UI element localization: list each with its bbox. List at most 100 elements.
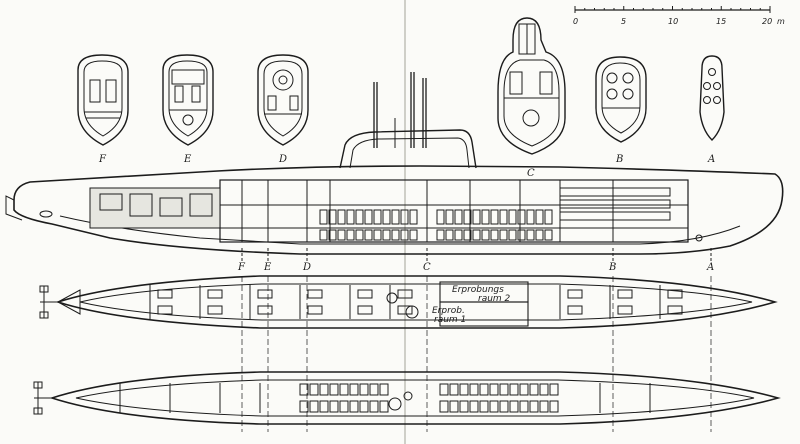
lower-battery-cell	[549, 383, 559, 396]
battery-cell	[328, 229, 337, 241]
scale-unit: m	[777, 17, 785, 26]
cross-section-a: A	[699, 55, 725, 165]
scale-tick-0: 0	[573, 17, 578, 26]
battery-cell	[355, 229, 364, 241]
lower-battery-cell	[359, 383, 369, 396]
lower-battery-cell	[549, 400, 559, 413]
scale-bar: 0 5 10 15 20 m	[573, 6, 785, 26]
battery-cell	[544, 209, 553, 225]
deck-fitting	[307, 305, 323, 315]
battery-cell	[463, 209, 472, 225]
battery-cell	[454, 209, 463, 225]
battery-cell	[346, 209, 355, 225]
battery-cell	[382, 229, 391, 241]
deck-fitting	[667, 289, 683, 299]
battery-cell	[526, 209, 535, 225]
battery-cell	[337, 229, 346, 241]
battery-cell	[490, 209, 499, 225]
battery-cell	[364, 209, 373, 225]
deck-fitting	[617, 289, 633, 299]
scale-tick-20: 20	[762, 17, 772, 26]
deck-fitting	[207, 305, 223, 315]
lower-deck-plan-view	[33, 371, 781, 425]
lower-battery-cell	[499, 383, 509, 396]
deck-plan-view: Erprobungs raum 2 Erprob. raum 1	[39, 275, 778, 329]
lower-battery-cell	[459, 383, 469, 396]
battery-cell	[472, 229, 481, 241]
battery-cell	[364, 229, 373, 241]
deck-fitting	[157, 305, 173, 315]
battery-cell	[508, 229, 517, 241]
deck-fitting	[357, 305, 373, 315]
cross-section-d: D	[257, 54, 309, 165]
battery-cell	[490, 229, 499, 241]
lower-battery-cell	[439, 400, 449, 413]
deck-fitting	[207, 289, 223, 299]
lower-battery-cell	[519, 383, 529, 396]
battery-cell	[391, 229, 400, 241]
lower-battery-cell	[339, 400, 349, 413]
deck-fitting	[357, 289, 373, 299]
lower-battery-cell	[349, 400, 359, 413]
deck-fitting	[307, 289, 323, 299]
lower-battery-cell	[299, 400, 309, 413]
deck-fitting	[667, 305, 683, 315]
lower-battery-cell	[319, 383, 329, 396]
battery-cell	[400, 209, 409, 225]
lower-battery-cell	[359, 400, 369, 413]
marker-f: F	[237, 262, 246, 273]
deck-fitting	[567, 305, 583, 315]
battery-cell	[436, 209, 445, 225]
lower-battery-cell	[499, 400, 509, 413]
battery-cell	[355, 209, 364, 225]
cross-section-c: C	[497, 17, 566, 179]
battery-cell	[400, 229, 409, 241]
battery-cell	[409, 229, 418, 241]
lower-battery-cell	[459, 400, 469, 413]
lower-battery-cell	[379, 400, 389, 413]
lower-battery-cell	[469, 383, 479, 396]
marker-a: A	[706, 262, 714, 273]
lower-battery-cell	[339, 383, 349, 396]
cross-section-f: F	[77, 54, 129, 165]
battery-cell	[499, 209, 508, 225]
battery-cell	[445, 229, 454, 241]
plan-section-lines	[241, 276, 712, 432]
battery-cell	[328, 209, 337, 225]
cross-section-d-label: D	[278, 154, 287, 165]
battery-cell	[391, 209, 400, 225]
cross-section-b-label: B	[615, 154, 623, 165]
lower-battery-cell	[479, 400, 489, 413]
lower-battery-cell	[509, 400, 519, 413]
lower-battery-cell	[309, 400, 319, 413]
cross-section-b: B	[595, 56, 647, 165]
marker-e: E	[263, 262, 272, 273]
lower-battery-cell	[519, 400, 529, 413]
battery-cell	[535, 209, 544, 225]
lower-battery-cell	[539, 383, 549, 396]
lower-battery-cell	[309, 383, 319, 396]
battery-cell	[319, 209, 328, 225]
lower-battery-cell	[489, 383, 499, 396]
lower-battery-cell	[489, 400, 499, 413]
lower-battery-cell	[329, 383, 339, 396]
battery-cell	[544, 229, 553, 241]
cross-section-f-label: F	[98, 154, 107, 165]
lower-battery-cell	[439, 383, 449, 396]
deck-fitting	[397, 305, 413, 315]
lower-battery-cell	[529, 383, 539, 396]
marker-c: C	[423, 262, 431, 273]
battery-cell	[445, 209, 454, 225]
lower-battery-cell	[449, 400, 459, 413]
battery-cell	[382, 209, 391, 225]
deck-fitting	[397, 289, 413, 299]
battery-cell	[436, 229, 445, 241]
marker-b: B	[608, 262, 616, 273]
battery-cell	[454, 229, 463, 241]
battery-cell	[346, 229, 355, 241]
profile-section-markers: F E D C B A	[237, 248, 714, 273]
battery-cell	[472, 209, 481, 225]
lower-battery-cell	[369, 400, 379, 413]
